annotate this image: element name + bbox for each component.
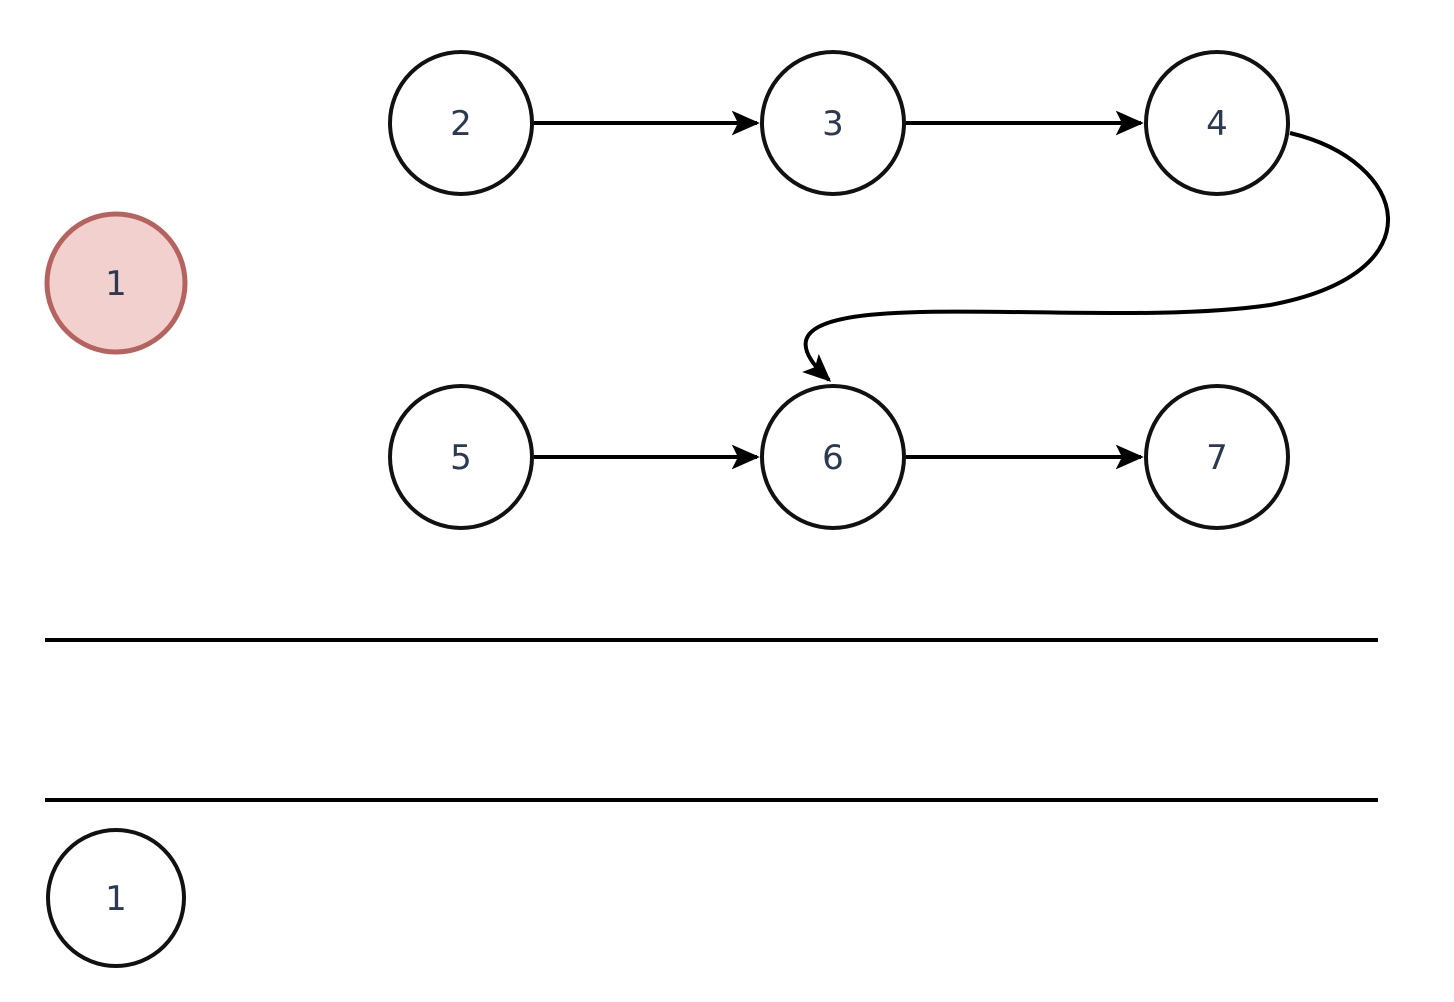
legend-layer: 1 bbox=[45, 638, 1378, 968]
node-label: 2 bbox=[450, 104, 472, 144]
node-circle bbox=[760, 384, 906, 530]
graph-node-7[interactable]: 7 bbox=[1144, 384, 1290, 530]
edge-4-to-6[interactable] bbox=[802, 131, 1390, 382]
node-circle bbox=[388, 50, 534, 196]
graph-node-4[interactable]: 4 bbox=[1144, 50, 1290, 196]
node-circle bbox=[46, 828, 186, 968]
node-label: 6 bbox=[822, 438, 844, 478]
graph-node-5[interactable]: 5 bbox=[388, 384, 534, 530]
node-label: 3 bbox=[822, 104, 844, 144]
edges-layer bbox=[534, 110, 1390, 470]
node-label: 1 bbox=[105, 264, 127, 304]
graph-node-3[interactable]: 3 bbox=[760, 50, 906, 196]
node-label: 1 bbox=[105, 879, 127, 919]
node-label: 7 bbox=[1206, 438, 1228, 478]
node-circle bbox=[1144, 384, 1290, 530]
node-label: 4 bbox=[1206, 104, 1228, 144]
node-circle bbox=[1144, 50, 1290, 196]
legend-node-legend-node-1[interactable]: 1 bbox=[46, 828, 186, 968]
node-circle bbox=[388, 384, 534, 530]
nodes-layer: 1 2 3 4 5 6 7 bbox=[44, 50, 1290, 530]
node-circle bbox=[44, 211, 188, 355]
graph-node-2[interactable]: 2 bbox=[388, 50, 534, 196]
node-circle bbox=[760, 50, 906, 196]
node-label: 5 bbox=[450, 438, 472, 478]
graph-node-6[interactable]: 6 bbox=[760, 384, 906, 530]
graph-node-1[interactable]: 1 bbox=[44, 211, 188, 355]
